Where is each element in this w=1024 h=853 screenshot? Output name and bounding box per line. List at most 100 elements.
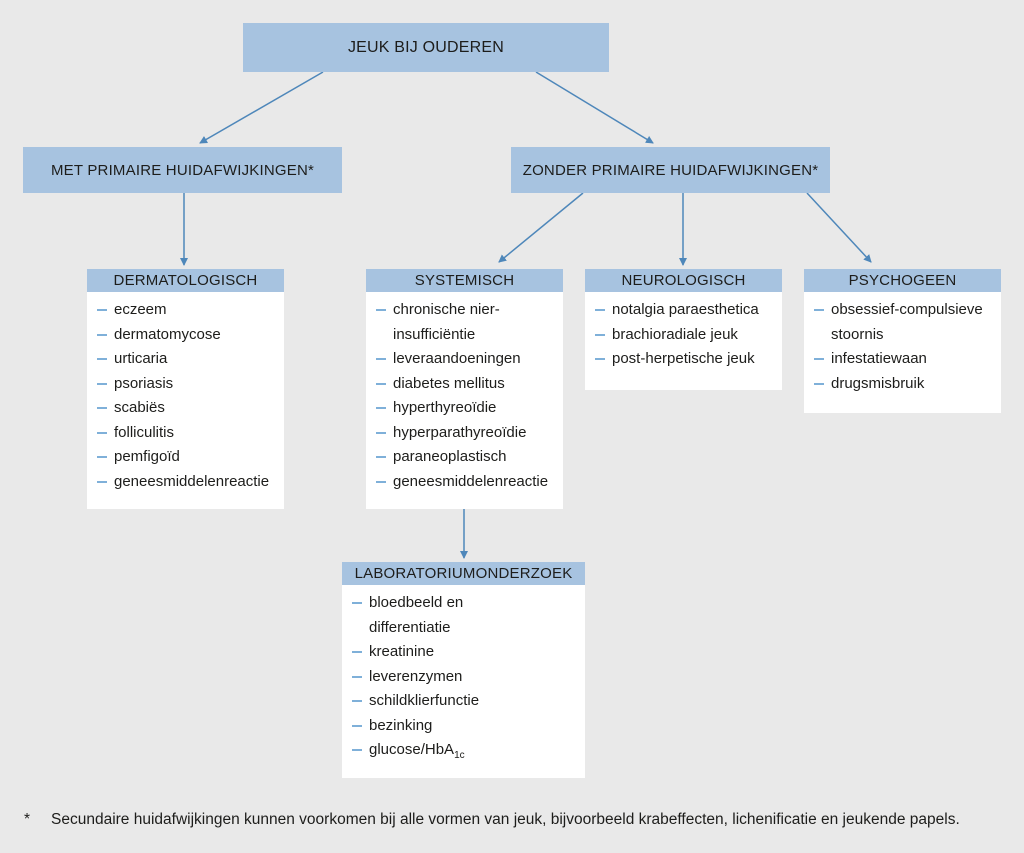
- node-label: MET PRIMAIRE HUIDAFWIJKINGEN*: [50, 161, 315, 179]
- branch-item-list: chronische nier- insufficiëntie leveraan…: [366, 292, 563, 509]
- footnote: * Secundaire huidafwijkingen kunnen voor…: [24, 809, 1004, 831]
- dash-bullet-icon: [376, 480, 386, 483]
- dash-bullet-icon: [376, 358, 386, 360]
- list-item: paraneoplastisch: [376, 445, 557, 470]
- branch-header-label: PSYCHOGEEN: [848, 272, 957, 289]
- list-item-text: notalgia paraesthetica: [612, 301, 759, 318]
- list-item-text: diabetes mellitus: [393, 374, 505, 392]
- branch-dermatologisch: DERMATOLOGISCH eczeem dermatomycose urti…: [87, 269, 284, 509]
- branch-header-label: SYSTEMISCH: [414, 272, 515, 289]
- list-item-text: eczeem: [114, 301, 167, 318]
- list-item: leverenzymen: [352, 665, 579, 690]
- list-item-text: hyperthyreoïdie: [393, 399, 497, 416]
- dash-bullet-icon: [595, 358, 605, 360]
- list-item: geneesmiddelenreactie: [97, 470, 278, 495]
- list-item-text: leverenzymen: [369, 667, 463, 685]
- list-item: chronische nier- insufficiëntie: [376, 298, 557, 347]
- branch-item-list: bloedbeeld en differentiatie kreatinine …: [342, 585, 585, 778]
- dash-bullet-icon: [97, 431, 107, 434]
- list-item-text: bloedbeeld en differentiatie: [369, 594, 464, 636]
- list-item: glucose/HbA1c: [352, 738, 579, 763]
- branch-item-list: obsessief-compulsieve stoornis infestati…: [804, 292, 1001, 413]
- branch-item-list: notalgia paraesthetica brachioradiale je…: [585, 292, 782, 390]
- list-item: infestatiewaan: [814, 347, 995, 372]
- node-zonder-primaire-huidafwijkingen: ZONDER PRIMAIRE HUIDAFWIJKINGEN*: [511, 147, 830, 193]
- branch-header-label: DERMATOLOGISCH: [113, 272, 258, 289]
- list-item-text: psoriasis: [114, 374, 174, 392]
- dash-bullet-icon: [97, 333, 107, 336]
- list-item-text-main: glucose/HbA: [369, 741, 455, 758]
- list-item-text: geneesmiddelenreactie: [114, 472, 270, 490]
- list-item-text: post-herpetische jeuk: [612, 350, 755, 367]
- dash-bullet-icon: [376, 456, 386, 458]
- dash-bullet-icon: [595, 309, 605, 311]
- dash-bullet-icon: [814, 358, 824, 360]
- dash-bullet-icon: [97, 480, 107, 483]
- footnote-text: Secundaire huidafwijkingen kunnen voorko…: [51, 811, 960, 828]
- list-item: diabetes mellitus: [376, 372, 557, 397]
- arrow-zonder-to-psychogeen: [806, 192, 872, 263]
- list-item-text: kreatinine: [369, 643, 435, 660]
- dash-bullet-icon: [352, 602, 362, 604]
- arrow-root-to-zonder: [535, 71, 654, 144]
- dash-bullet-icon: [352, 724, 362, 727]
- dash-bullet-icon: [352, 749, 362, 751]
- branch-header: DERMATOLOGISCH: [87, 269, 284, 292]
- list-item-text: brachioradiale jeuk: [612, 325, 738, 343]
- list-item-text: pemfigoïd: [114, 448, 180, 465]
- list-item: post-herpetische jeuk: [595, 347, 776, 372]
- node-met-primaire-huidafwijkingen: MET PRIMAIRE HUIDAFWIJKINGEN*: [23, 147, 342, 193]
- list-item: bloedbeeld en differentiatie: [352, 591, 579, 640]
- list-item: kreatinine: [352, 640, 579, 665]
- list-item-text: paraneoplastisch: [393, 448, 507, 465]
- branch-systemisch: SYSTEMISCH chronische nier- insufficiënt…: [366, 269, 563, 509]
- list-item: bezinking: [352, 714, 579, 739]
- list-item: drugsmisbruik: [814, 372, 995, 397]
- list-item-text-subscript: 1c: [454, 750, 465, 761]
- list-item-text: glucose/HbA1c: [369, 738, 465, 763]
- dash-bullet-icon: [97, 358, 107, 360]
- branch-header: SYSTEMISCH: [366, 269, 563, 292]
- branch-laboratoriumonderzoek: LABORATORIUMONDERZOEK bloedbeeld en diff…: [342, 562, 585, 778]
- list-item-text: schildklierfunctie: [369, 692, 480, 709]
- list-item: folliculitis: [97, 421, 278, 446]
- list-item: obsessief-compulsieve stoornis: [814, 298, 995, 347]
- dash-bullet-icon: [376, 309, 386, 311]
- list-item: geneesmiddelenreactie: [376, 470, 557, 495]
- arrow-zonder-to-systemisch: [498, 192, 584, 263]
- node-root: JEUK BIJ OUDEREN: [243, 23, 609, 72]
- dash-bullet-icon: [352, 651, 362, 653]
- list-item-text: bezinking: [369, 716, 433, 734]
- list-item: psoriasis: [97, 372, 278, 397]
- dash-bullet-icon: [97, 382, 107, 385]
- dash-bullet-icon: [376, 407, 386, 409]
- dash-bullet-icon: [97, 309, 107, 311]
- list-item: brachioradiale jeuk: [595, 323, 776, 348]
- list-item-text: dermatomycose: [114, 325, 221, 343]
- dash-bullet-icon: [814, 309, 824, 311]
- dash-bullet-icon: [352, 700, 362, 702]
- dash-bullet-icon: [376, 382, 386, 385]
- branch-header: LABORATORIUMONDERZOEK: [342, 562, 585, 585]
- branch-header-label: NEUROLOGISCH: [621, 272, 746, 289]
- list-item-text: drugsmisbruik: [831, 374, 925, 392]
- dash-bullet-icon: [352, 675, 362, 678]
- branch-neurologisch: NEUROLOGISCH notalgia paraesthetica brac…: [585, 269, 782, 390]
- list-item-text: leveraandoeningen: [393, 350, 521, 367]
- branch-header-label: LABORATORIUMONDERZOEK: [354, 565, 573, 582]
- branch-header: PSYCHOGEEN: [804, 269, 1001, 292]
- list-item: pemfigoïd: [97, 445, 278, 470]
- list-item-text: folliculitis: [114, 423, 175, 441]
- list-item-text: chronische nier- insufficiëntie: [393, 301, 500, 343]
- dash-bullet-icon: [376, 431, 386, 434]
- list-item: eczeem: [97, 298, 278, 323]
- list-item: leveraandoeningen: [376, 347, 557, 372]
- branch-psychogeen: PSYCHOGEEN obsessief-compulsieve stoorni…: [804, 269, 1001, 413]
- arrow-root-to-met: [199, 71, 324, 144]
- list-item-text: hyperparathyreoïdie: [393, 423, 527, 441]
- list-item: notalgia paraesthetica: [595, 298, 776, 323]
- node-label: ZONDER PRIMAIRE HUIDAFWIJKINGEN*: [522, 161, 819, 179]
- list-item: urticaria: [97, 347, 278, 372]
